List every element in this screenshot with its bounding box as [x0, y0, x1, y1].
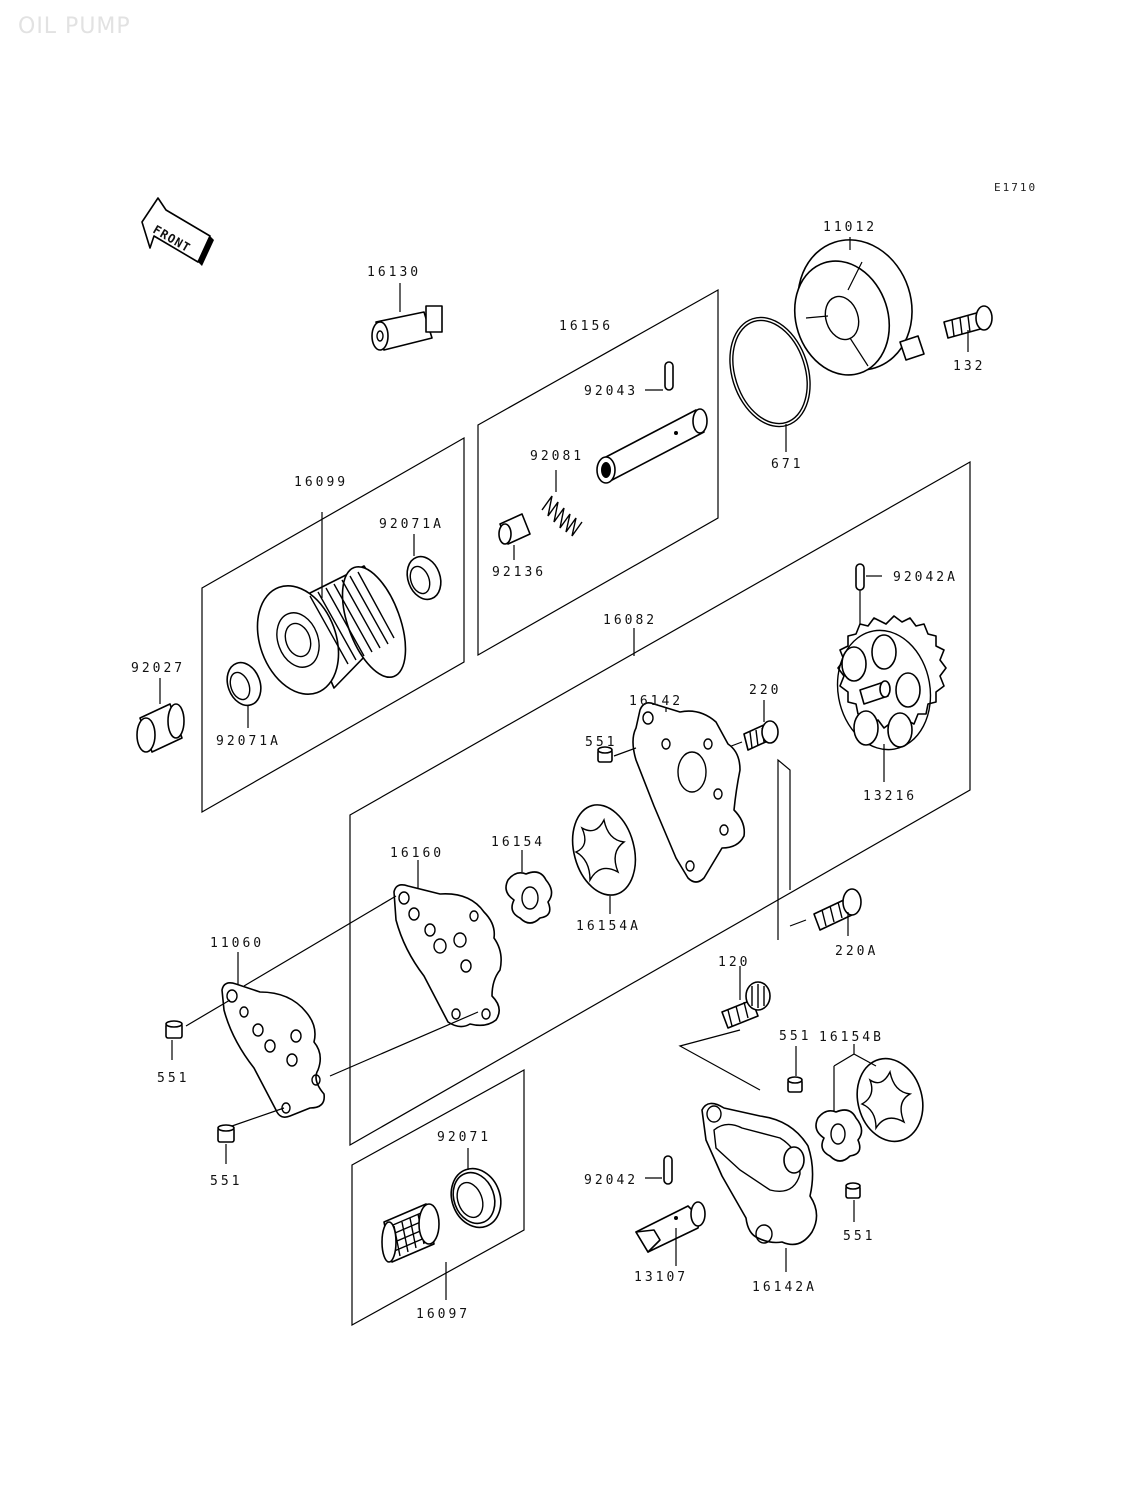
group-box-16097 [351, 1068, 525, 1327]
page-title: OIL PUMP [18, 14, 131, 39]
label-16154B: 16154B [819, 1030, 884, 1045]
alignment-line [243, 895, 397, 987]
part-92071A-seal-bottom [226, 661, 262, 728]
label-551-e: 551 [843, 1229, 875, 1244]
label-16154: 16154 [491, 835, 545, 850]
label-92136: 92136 [492, 565, 546, 580]
part-16154B-rotor-inner [815, 1109, 863, 1162]
label-13107: 13107 [634, 1270, 688, 1285]
part-551-dowel-a [597, 746, 637, 763]
part-220-bolt [725, 700, 779, 751]
part-132-bolt [943, 305, 993, 352]
part-551-dowel-d [787, 1046, 803, 1093]
part-16160-plate [393, 860, 502, 1028]
label-16142A: 16142A [752, 1280, 817, 1295]
part-220A-bolt [789, 888, 862, 936]
part-16099-filter [256, 512, 407, 696]
part-92081-spring [541, 470, 583, 537]
label-11012: 11012 [823, 220, 877, 235]
label-92043: 92043 [584, 384, 638, 399]
alignment-line [185, 999, 231, 1027]
group-box-16156 [477, 288, 719, 657]
label-92081: 92081 [530, 449, 584, 464]
part-92136-piston [498, 513, 531, 560]
alignment-line [329, 1011, 479, 1077]
label-132: 132 [953, 359, 985, 374]
part-16154-rotor [505, 850, 553, 924]
part-92027-collar [136, 678, 185, 753]
part-16154A-rotor [571, 804, 637, 914]
label-16082: 16082 [603, 613, 657, 628]
part-16142A-pump-body [701, 1102, 818, 1272]
label-16142: 16142 [629, 694, 683, 709]
label-16130: 16130 [367, 265, 421, 280]
part-13107-shaft [635, 1201, 706, 1266]
label-92071A-top: 92071A [379, 517, 444, 532]
part-16130 [371, 283, 443, 351]
label-92071A-bottom: 92071A [216, 734, 281, 749]
part-11060-gasket [221, 952, 326, 1118]
part-92071A-seal-top [406, 534, 442, 601]
part-13216-gear [836, 615, 947, 782]
label-92042A: 92042A [893, 570, 958, 585]
part-92042-pin [645, 1155, 673, 1185]
group-box-16099 [201, 436, 465, 814]
label-551-c: 551 [210, 1174, 242, 1189]
part-551-dowel-e [845, 1182, 861, 1222]
alignment-line [231, 1107, 285, 1127]
label-92071: 92071 [437, 1130, 491, 1145]
part-16097-strainer [381, 1203, 447, 1300]
part-92043-pin [645, 361, 674, 391]
label-16097: 16097 [416, 1307, 470, 1322]
label-13216: 13216 [863, 789, 917, 804]
label-16099: 16099 [294, 475, 348, 490]
diagram-code: E1710 [994, 181, 1038, 194]
part-plunger [596, 408, 708, 484]
label-16156: 16156 [559, 319, 613, 334]
front-arrow-icon: FRONT [141, 197, 214, 266]
label-92042: 92042 [584, 1173, 638, 1188]
label-220A: 220A [835, 944, 878, 959]
group-box-16082-inner [777, 758, 791, 940]
label-671: 671 [771, 457, 803, 472]
part-92071-seal [450, 1148, 502, 1229]
part-16154B-rotor-outer [856, 1057, 924, 1143]
label-551-b: 551 [157, 1071, 189, 1086]
leader-120 [678, 1029, 761, 1091]
label-551-d: 551 [779, 1029, 811, 1044]
part-671-oring [729, 316, 811, 452]
label-220: 220 [749, 683, 781, 698]
label-551-a: 551 [585, 735, 617, 750]
part-551-dowel-c [217, 1124, 235, 1164]
label-92027: 92027 [131, 661, 185, 676]
part-11012-cover [793, 237, 925, 376]
leader-16154B [833, 1044, 877, 1067]
group-box-16082 [349, 460, 971, 1147]
part-16142-plate [632, 702, 746, 883]
part-92042A-pin [855, 563, 882, 624]
label-120: 120 [718, 955, 750, 970]
label-11060: 11060 [210, 936, 264, 951]
part-551-dowel-b [165, 1020, 183, 1060]
label-16160: 16160 [390, 846, 444, 861]
label-16154A: 16154A [576, 919, 641, 934]
part-120-bolt [721, 966, 771, 1029]
